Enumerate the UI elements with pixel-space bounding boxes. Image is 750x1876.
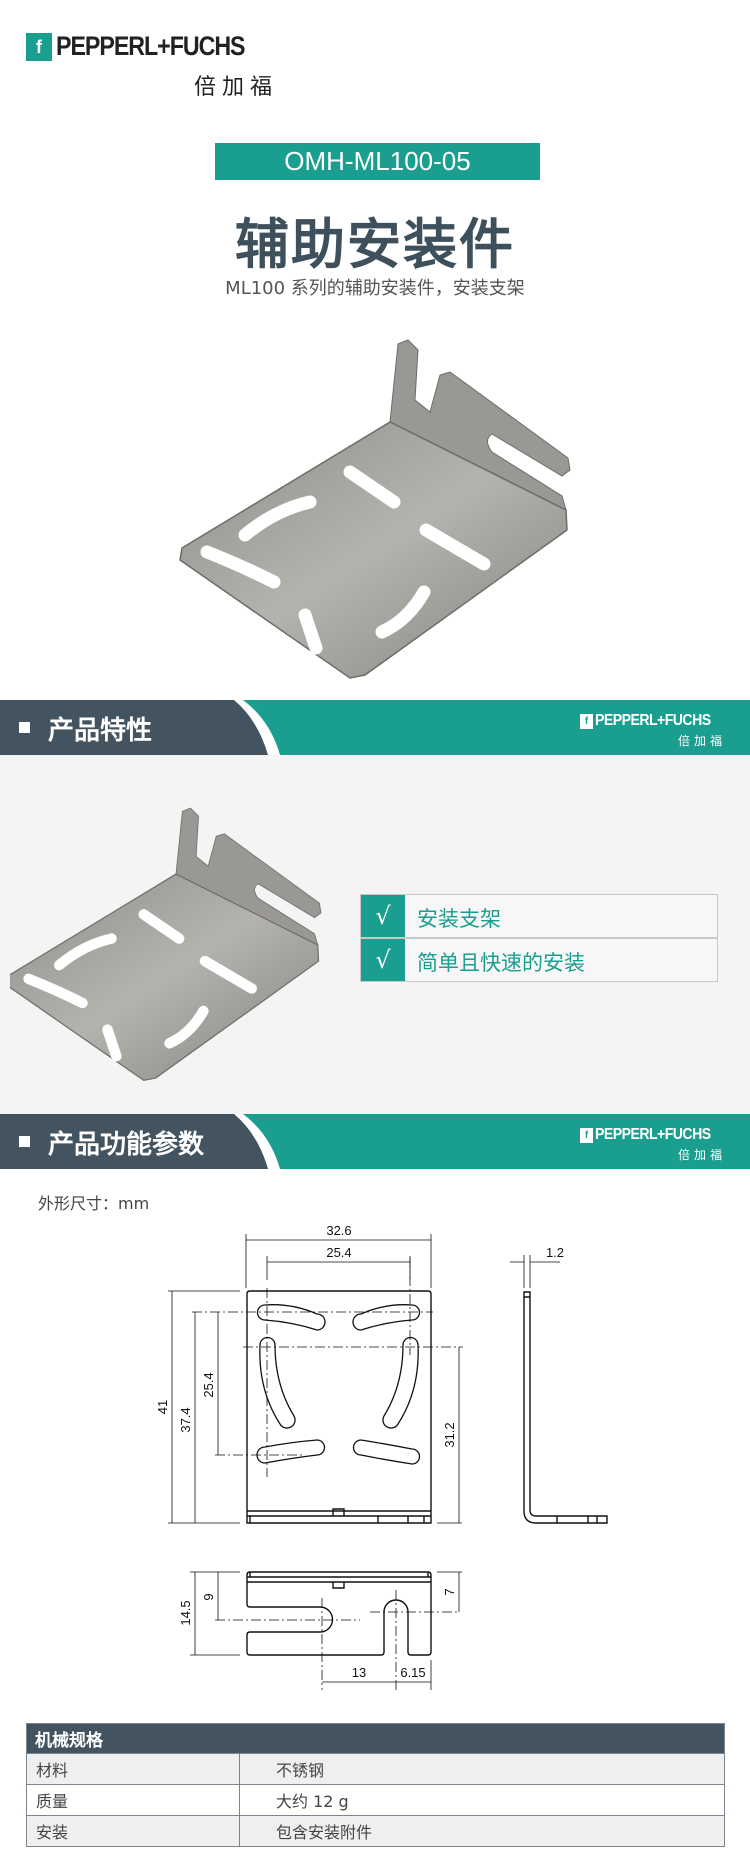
table-row: 材料不锈钢 xyxy=(26,1753,725,1785)
svg-text:14.5: 14.5 xyxy=(178,1600,193,1625)
brand-logo: f PEPPERL+FUCHS 倍加福 xyxy=(26,31,286,100)
table-row: 安装包含安装附件 xyxy=(26,1815,725,1847)
bullet-icon xyxy=(19,1136,30,1147)
check-icon: √ xyxy=(361,939,405,981)
brand-name: PEPPERL+FUCHS xyxy=(56,31,246,61)
product-title: 辅助安装件 xyxy=(235,213,515,276)
table-row: 质量大约 12 g xyxy=(26,1784,725,1816)
svg-text:7: 7 xyxy=(442,1588,457,1595)
brand-cn: 倍加福 xyxy=(194,75,279,100)
svg-text:31.2: 31.2 xyxy=(442,1422,457,1447)
dimension-label: 外形尺寸：mm xyxy=(38,1194,150,1213)
feature-image xyxy=(10,800,350,1090)
feature-item: √ 安装支架 xyxy=(360,894,718,938)
spec-table: 机械规格 材料不锈钢 质量大约 12 g 安装包含安装附件 xyxy=(26,1723,725,1847)
product-image xyxy=(170,330,580,690)
svg-text:1.2: 1.2 xyxy=(546,1245,564,1260)
svg-text:25.4: 25.4 xyxy=(201,1372,216,1397)
params-title: 产品功能参数 xyxy=(48,1130,205,1160)
features-title: 产品特性 xyxy=(48,716,153,746)
svg-text:41: 41 xyxy=(155,1400,170,1414)
bullet-icon xyxy=(19,722,30,733)
brand-mark-icon: f xyxy=(26,33,52,61)
product-subtitle: ML100 系列的辅助安装件，安装支架 xyxy=(225,278,525,299)
svg-text:6.15: 6.15 xyxy=(400,1665,425,1680)
spec-header: 机械规格 xyxy=(26,1723,725,1754)
svg-text:32.6: 32.6 xyxy=(326,1223,351,1238)
model-banner: OMH-ML100-05 xyxy=(215,143,540,180)
feature-item: √ 简单且快速的安装 xyxy=(360,938,718,982)
svg-text:37.4: 37.4 xyxy=(178,1407,193,1432)
svg-text:25.4: 25.4 xyxy=(326,1245,351,1260)
dimension-drawing: 32.6 25.4 1.2 41 37.4 25.4 31.2 14.5 9 7… xyxy=(155,1223,608,1690)
svg-text:13: 13 xyxy=(352,1665,366,1680)
svg-text:9: 9 xyxy=(201,1593,216,1600)
check-icon: √ xyxy=(361,895,405,937)
